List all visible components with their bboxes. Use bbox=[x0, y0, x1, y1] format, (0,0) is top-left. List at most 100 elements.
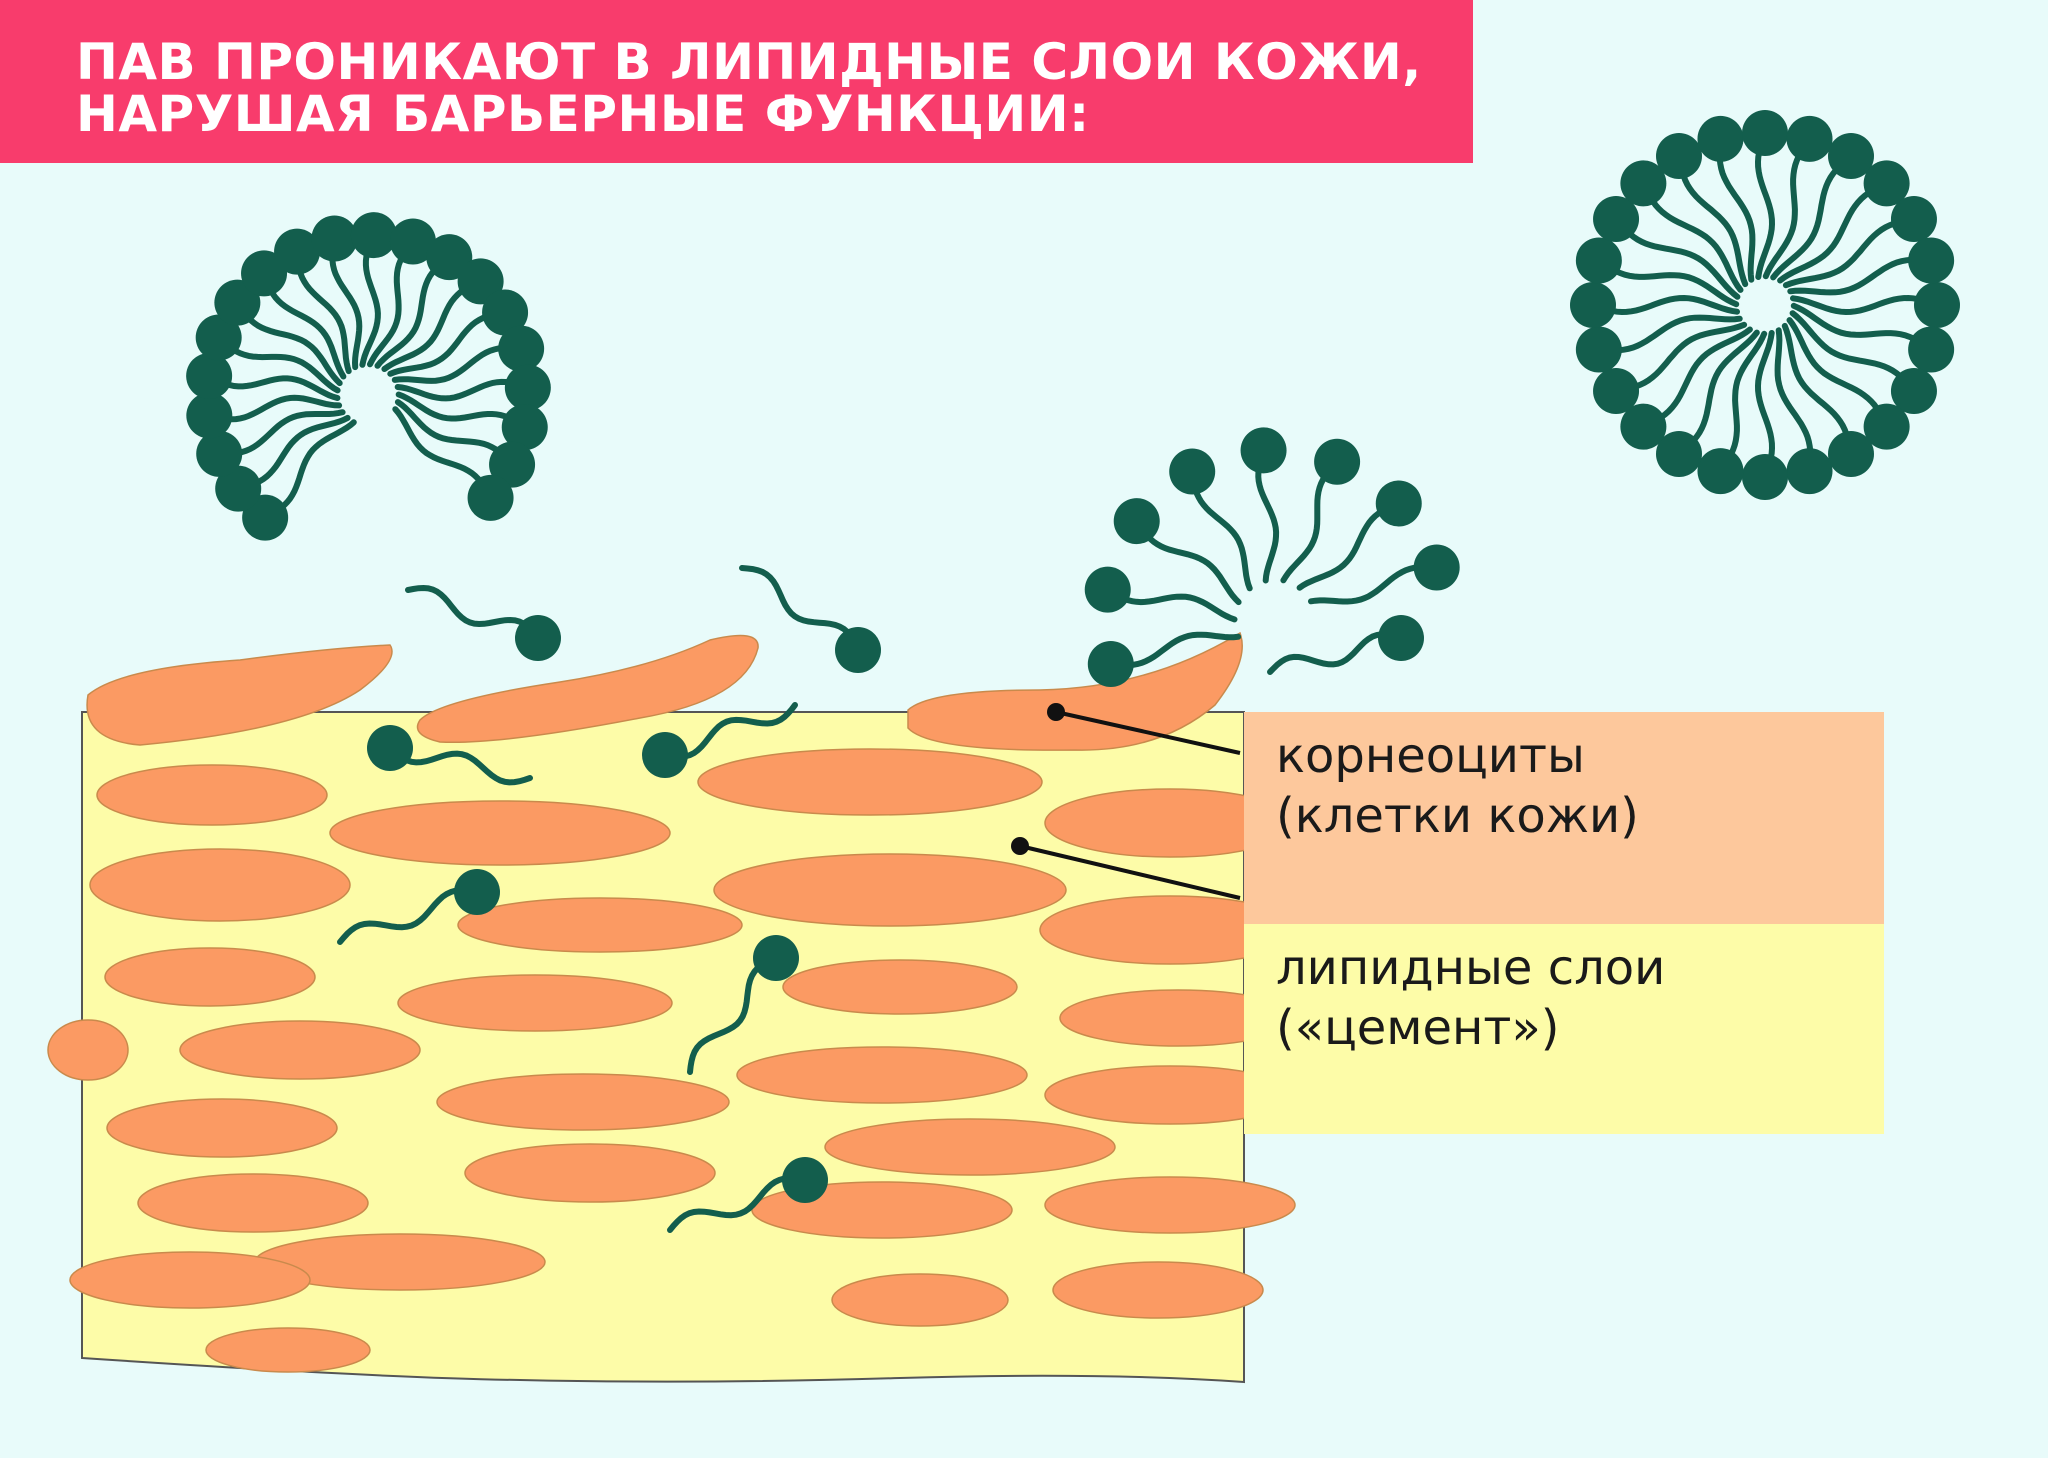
cluster-head bbox=[1413, 544, 1460, 591]
micelle-head bbox=[504, 364, 551, 411]
corneocyte bbox=[831, 1273, 1009, 1327]
leader-line-lipids bbox=[1019, 844, 1241, 900]
surfactant-tail bbox=[1789, 310, 1917, 394]
surfactant-tail bbox=[1716, 135, 1756, 283]
surfactant-tail bbox=[1790, 294, 1940, 316]
micelle-head bbox=[501, 404, 548, 451]
surfactant-head bbox=[1378, 615, 1424, 661]
leader-dot-cells bbox=[1047, 703, 1065, 721]
surfactant-molecules bbox=[337, 565, 1424, 1233]
corneocyte bbox=[436, 1073, 730, 1131]
micelle-head bbox=[457, 258, 504, 305]
surfactant-tail bbox=[1782, 216, 1917, 289]
micelle-head bbox=[1575, 326, 1622, 373]
corneocyte bbox=[697, 748, 1043, 816]
micelle-head bbox=[426, 234, 473, 281]
cluster-head bbox=[1375, 480, 1422, 527]
surfactant-head bbox=[835, 627, 881, 673]
micelle-head bbox=[1593, 196, 1640, 242]
surfactant-tail bbox=[1613, 321, 1748, 394]
surfactant-tail bbox=[405, 584, 541, 641]
cluster-head bbox=[1314, 438, 1361, 485]
micelle-head bbox=[482, 289, 529, 336]
surfactant-tail bbox=[1754, 130, 1776, 280]
micelle-head bbox=[1620, 160, 1667, 207]
legend-label-corneocytes: корнеоциты (клетки кожи) bbox=[1276, 728, 1639, 844]
legend-corneocytes: корнеоциты (клетки кожи) bbox=[1244, 712, 1884, 924]
surfactant-tail bbox=[337, 887, 480, 945]
surfactant-tail bbox=[1781, 322, 1854, 457]
micelle-head bbox=[1914, 282, 1960, 328]
surfactant-head bbox=[782, 1157, 828, 1203]
corneocyte bbox=[104, 947, 316, 1007]
corneocyte bbox=[96, 764, 328, 826]
surfactant-tail bbox=[1777, 180, 1890, 284]
micelle-head bbox=[1570, 282, 1616, 328]
micelle-head bbox=[1890, 196, 1937, 242]
surfactant-head bbox=[454, 869, 500, 915]
corneocyte bbox=[47, 1019, 129, 1081]
micelle-head bbox=[311, 215, 358, 262]
micelle-head bbox=[1742, 110, 1788, 156]
title-banner: ПАВ ПРОНИКАЮТ В ЛИПИДНЫЕ СЛОИ КОЖИ, НАРУ… bbox=[0, 0, 1473, 163]
corneocyte bbox=[713, 853, 1067, 927]
micelle-head bbox=[214, 279, 261, 326]
micelle-head bbox=[195, 314, 242, 361]
surfactant-tail bbox=[667, 1175, 808, 1233]
corneocyte bbox=[782, 959, 1018, 1015]
leader-line-cells bbox=[1055, 710, 1241, 755]
corneocyte bbox=[457, 897, 743, 953]
micelle-head bbox=[196, 430, 243, 477]
surfactant-tail bbox=[1774, 327, 1814, 475]
corneocyte bbox=[179, 1020, 421, 1080]
micelle-head bbox=[242, 494, 289, 541]
micelle-head bbox=[467, 474, 514, 521]
surfactant-tail bbox=[1676, 153, 1749, 288]
cluster-head bbox=[1240, 427, 1287, 474]
surface-corneocyte bbox=[86, 644, 393, 746]
corneocyte bbox=[106, 1098, 338, 1158]
surfactant-tail bbox=[1787, 256, 1935, 296]
surfactant-tail bbox=[1640, 180, 1744, 293]
surfactant-tail bbox=[1770, 153, 1854, 281]
surfactant-tail bbox=[1790, 302, 1935, 353]
corneocyte bbox=[329, 800, 671, 866]
surfactant-tail bbox=[1676, 329, 1760, 457]
surfactant-tail bbox=[687, 955, 779, 1075]
corneocyte bbox=[205, 1327, 371, 1373]
micelle-head bbox=[1828, 133, 1874, 180]
micelle-head bbox=[1742, 454, 1788, 500]
micelle-head bbox=[1828, 430, 1874, 477]
micelle-head bbox=[498, 325, 545, 372]
legend-label-lipids: липидные слои («цемент») bbox=[1276, 940, 1666, 1056]
surfactant-tail bbox=[662, 702, 798, 760]
surface-corneocytes bbox=[86, 631, 1243, 751]
micelle-head bbox=[1908, 326, 1955, 373]
corneocyte bbox=[736, 1046, 1028, 1104]
cluster-head bbox=[1113, 498, 1160, 545]
cluster-head bbox=[1087, 640, 1134, 687]
surface-corneocyte bbox=[907, 631, 1243, 751]
corneocyte-cells bbox=[47, 748, 1301, 1373]
corneocyte bbox=[397, 974, 673, 1032]
surfactant-tail bbox=[1786, 317, 1890, 430]
surfactant-tail bbox=[1762, 135, 1813, 280]
surfactant-tail bbox=[387, 745, 533, 786]
micelle-head bbox=[1575, 237, 1622, 284]
surfactant-micelles bbox=[186, 110, 1960, 687]
micelle-head bbox=[1656, 133, 1702, 180]
micelle-head bbox=[489, 441, 536, 488]
micelle-head bbox=[1593, 368, 1640, 414]
surfactant-head bbox=[753, 935, 799, 981]
micelle-head bbox=[215, 465, 262, 512]
micelle-head bbox=[241, 250, 288, 297]
legend-leader-lines bbox=[1011, 703, 1241, 900]
legend-lipid-layers: липидные слои («цемент») bbox=[1244, 924, 1884, 1134]
corneocyte bbox=[464, 1143, 716, 1203]
surfactant-head bbox=[642, 732, 688, 778]
surfactant-head bbox=[515, 615, 561, 661]
micelle-head bbox=[1620, 403, 1667, 450]
surfactant-tail bbox=[1267, 631, 1404, 675]
micelle-head bbox=[1697, 448, 1744, 495]
micelle-head bbox=[1890, 368, 1937, 414]
